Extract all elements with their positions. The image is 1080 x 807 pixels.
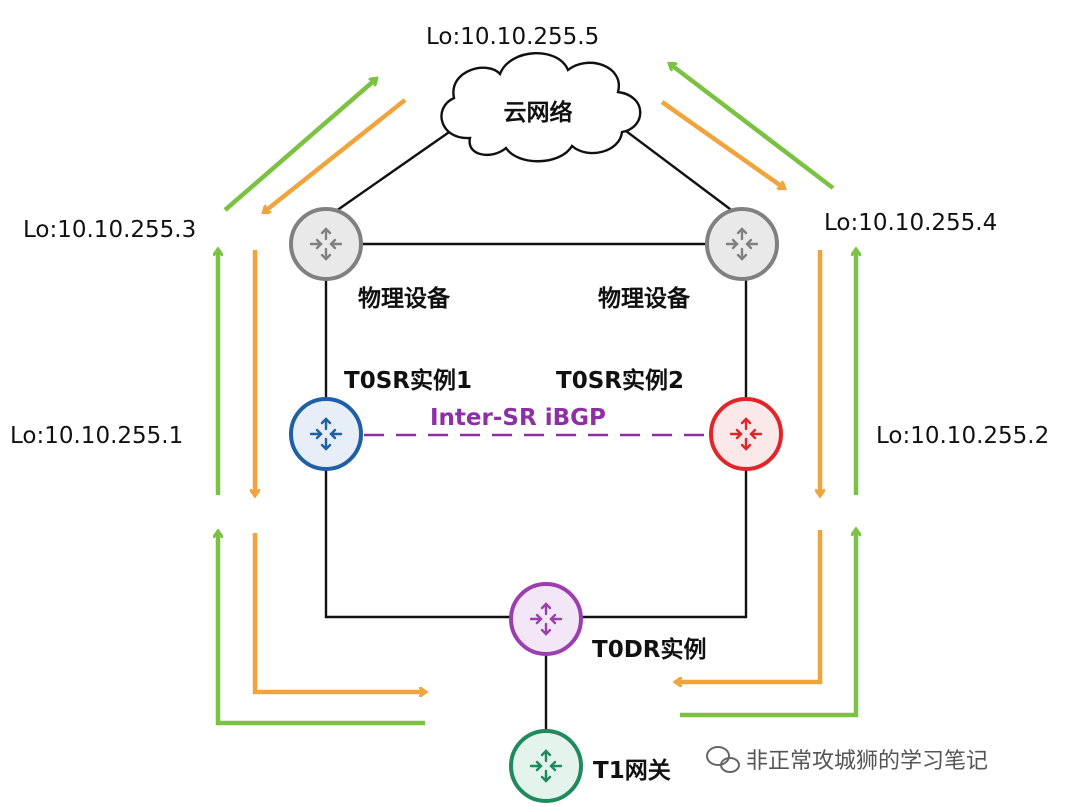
router-sr1	[289, 397, 363, 471]
router-phys-right	[705, 207, 779, 281]
green-route-arrows	[218, 64, 856, 726]
t1-label: T1网关	[593, 757, 671, 784]
topology-links	[324, 127, 748, 730]
loopback-label-2: Lo:10.10.255.2	[876, 423, 1049, 449]
orange-arrow	[676, 530, 823, 682]
loopback-label-4: Lo:10.10.255.4	[824, 210, 997, 236]
orange-arrow	[264, 98, 407, 212]
link-sr1-dr	[324, 470, 510, 619]
cloud-label: 云网络	[504, 99, 573, 126]
link-sr2-dr	[582, 470, 748, 619]
link-cloud-phys-right	[621, 127, 743, 219]
phys-right-label: 物理设备	[598, 285, 691, 312]
green-arrow	[218, 532, 425, 726]
watermark: 非正常攻城狮的学习笔记	[706, 746, 988, 774]
ibgp-label: Inter-SR iBGP	[430, 405, 606, 431]
sr2-label: T0SR实例2	[556, 367, 684, 394]
green-arrow	[223, 79, 376, 212]
sr1-label: T0SR实例1	[344, 367, 472, 394]
phys-left-label: 物理设备	[358, 285, 451, 312]
dr-label: T0DR实例	[592, 636, 707, 663]
router-sr2	[709, 397, 783, 471]
loopback-label-5: Lo:10.10.255.5	[426, 24, 599, 50]
cloud-icon	[440, 52, 642, 163]
router-phys-left	[289, 207, 363, 281]
orange-arrow	[660, 100, 784, 188]
router-dr	[509, 582, 583, 656]
green-arrow	[670, 64, 835, 190]
orange-arrow	[252, 533, 425, 692]
wechat-icon	[706, 746, 740, 773]
link-cloud-phys-left	[325, 127, 456, 219]
router-t1	[509, 729, 583, 803]
orange-route-arrows	[252, 98, 823, 692]
cloud-node: 云网络	[440, 52, 642, 163]
loopback-label-1: Lo:10.10.255.1	[10, 423, 183, 449]
green-arrow	[680, 530, 856, 718]
loopback-label-3: Lo:10.10.255.3	[23, 217, 196, 243]
watermark-text: 非正常攻城狮的学习笔记	[746, 749, 988, 774]
